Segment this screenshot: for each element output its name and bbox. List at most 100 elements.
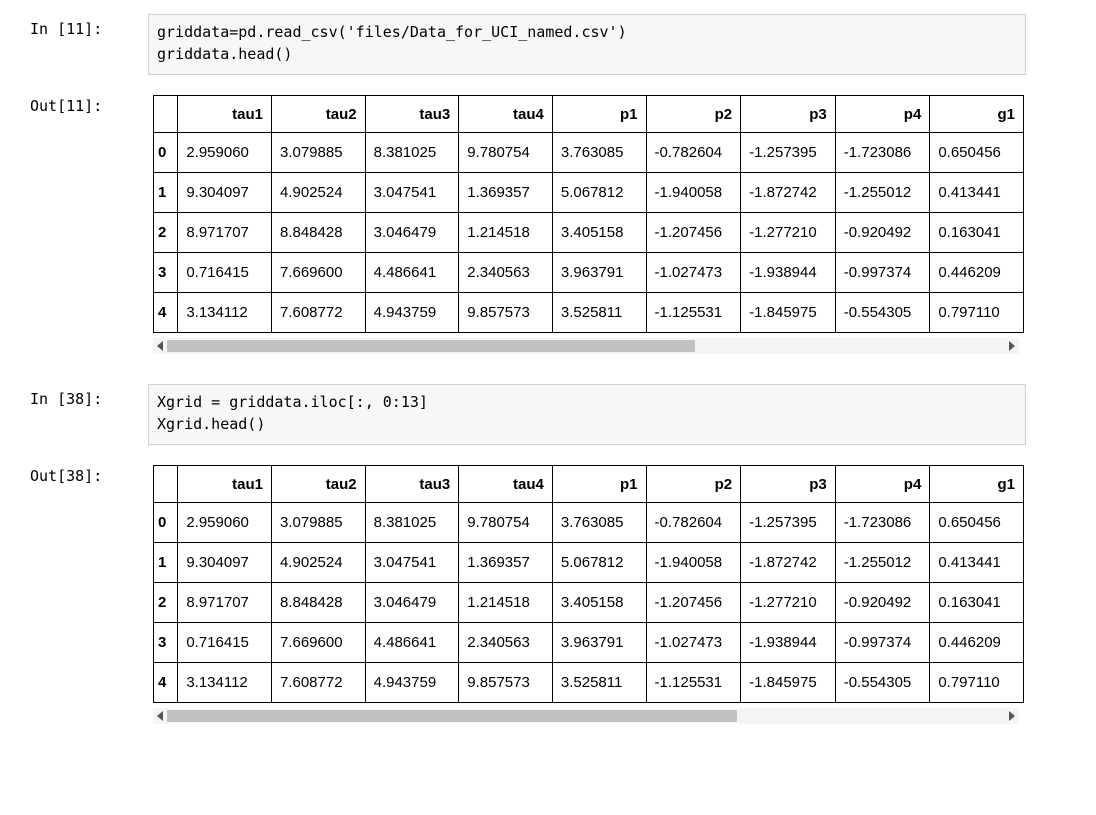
column-header: tau1	[177, 465, 272, 503]
value-cell: 4.902524	[270, 172, 366, 213]
value-cell: 1.369357	[458, 172, 553, 213]
value-cell: -1.125531	[645, 292, 742, 333]
value-cell: 3.047541	[364, 542, 460, 583]
value-cell: -0.554305	[834, 662, 931, 703]
value-cell: 0.413441	[929, 542, 1024, 583]
scroll-left-arrow-icon[interactable]	[153, 338, 167, 354]
value-cell: 7.669600	[270, 622, 366, 663]
column-header: p3	[740, 95, 836, 133]
code-line: griddata.head()	[157, 45, 293, 63]
column-header: g1	[929, 465, 1024, 503]
value-cell: 0.446209	[929, 622, 1024, 663]
row-index-cell: 4	[153, 662, 179, 703]
value-cell: -0.997374	[834, 252, 931, 293]
column-header: tau3	[364, 465, 460, 503]
value-cell: 3.079885	[270, 502, 366, 543]
value-cell: -1.845975	[740, 662, 836, 703]
scrollbar-track[interactable]	[167, 710, 1005, 722]
value-cell: 9.304097	[177, 542, 272, 583]
column-header	[153, 95, 179, 133]
value-cell: 8.971707	[177, 212, 272, 253]
value-cell: -1.845975	[740, 292, 836, 333]
value-cell: -1.027473	[645, 622, 742, 663]
value-cell: 0.650456	[929, 502, 1024, 543]
value-cell: -0.782604	[645, 502, 742, 543]
scroll-right-arrow-icon[interactable]	[1005, 708, 1019, 724]
value-cell: 3.405158	[551, 212, 647, 253]
notebook-page: In [11]: griddata=pd.read_csv('files/Dat…	[0, 14, 1096, 724]
value-cell: 0.716415	[177, 252, 272, 293]
scrollbar-thumb[interactable]	[167, 710, 737, 722]
column-header: p4	[834, 95, 931, 133]
value-cell: 3.079885	[270, 132, 366, 173]
column-header: p2	[645, 465, 742, 503]
code-cell-1: In [11]: griddata=pd.read_csv('files/Dat…	[0, 14, 1096, 75]
column-header: p1	[551, 95, 647, 133]
value-cell: 3.405158	[551, 582, 647, 623]
column-header: tau1	[177, 95, 272, 133]
value-cell: 8.381025	[364, 132, 460, 173]
value-cell: 2.340563	[458, 252, 553, 293]
value-cell: -1.027473	[645, 252, 742, 293]
value-cell: -1.257395	[740, 132, 836, 173]
scroll-right-arrow-icon[interactable]	[1005, 338, 1019, 354]
value-cell: 0.716415	[177, 622, 272, 663]
value-cell: 3.763085	[551, 132, 647, 173]
scrollbar-track[interactable]	[167, 340, 1005, 352]
value-cell: 3.963791	[551, 252, 647, 293]
value-cell: -1.277210	[740, 212, 836, 253]
input-prompt-2: In [38]:	[30, 390, 103, 408]
value-cell: -1.938944	[740, 622, 836, 663]
value-cell: 3.763085	[551, 502, 647, 543]
horizontal-scrollbar-1[interactable]	[153, 338, 1019, 354]
code-line: griddata=pd.read_csv('files/Data_for_UCI…	[157, 23, 627, 41]
scroll-left-arrow-icon[interactable]	[153, 708, 167, 724]
column-header: tau4	[458, 465, 553, 503]
row-index-cell: 2	[153, 582, 179, 623]
value-cell: 0.797110	[929, 662, 1024, 703]
code-cell-2: In [38]: Xgrid = griddata.iloc[:, 0:13] …	[0, 384, 1096, 445]
scrollbar-thumb[interactable]	[167, 340, 695, 352]
value-cell: 8.848428	[270, 582, 366, 623]
column-header: g1	[929, 95, 1024, 133]
value-cell: 3.047541	[364, 172, 460, 213]
value-cell: 1.214518	[458, 582, 553, 623]
value-cell: 3.134112	[177, 292, 272, 333]
row-index-cell: 3	[153, 622, 179, 663]
value-cell: 4.902524	[270, 542, 366, 583]
column-header: tau3	[364, 95, 460, 133]
value-cell: 4.943759	[364, 292, 460, 333]
value-cell: -1.940058	[645, 542, 742, 583]
output-prompt-2: Out[38]:	[30, 467, 103, 485]
value-cell: 4.486641	[364, 622, 460, 663]
value-cell: 0.446209	[929, 252, 1024, 293]
value-cell: -1.207456	[645, 582, 742, 623]
value-cell: 3.525811	[551, 292, 647, 333]
value-cell: 5.067812	[551, 172, 647, 213]
column-header: p4	[834, 465, 931, 503]
code-line: Xgrid.head()	[157, 415, 266, 433]
row-index-cell: 0	[153, 132, 179, 173]
value-cell: 0.163041	[929, 212, 1024, 253]
value-cell: 0.413441	[929, 172, 1024, 213]
value-cell: -1.940058	[645, 172, 742, 213]
horizontal-scrollbar-2[interactable]	[153, 708, 1019, 724]
value-cell: 3.046479	[364, 582, 460, 623]
column-header: tau4	[458, 95, 553, 133]
value-cell: 9.857573	[458, 662, 553, 703]
column-header: p3	[740, 465, 836, 503]
column-header	[153, 465, 179, 503]
code-editor-2[interactable]: Xgrid = griddata.iloc[:, 0:13] Xgrid.hea…	[148, 384, 1026, 445]
code-editor-1[interactable]: griddata=pd.read_csv('files/Data_for_UCI…	[148, 14, 1026, 75]
column-header: p2	[645, 95, 742, 133]
value-cell: 2.959060	[177, 132, 272, 173]
